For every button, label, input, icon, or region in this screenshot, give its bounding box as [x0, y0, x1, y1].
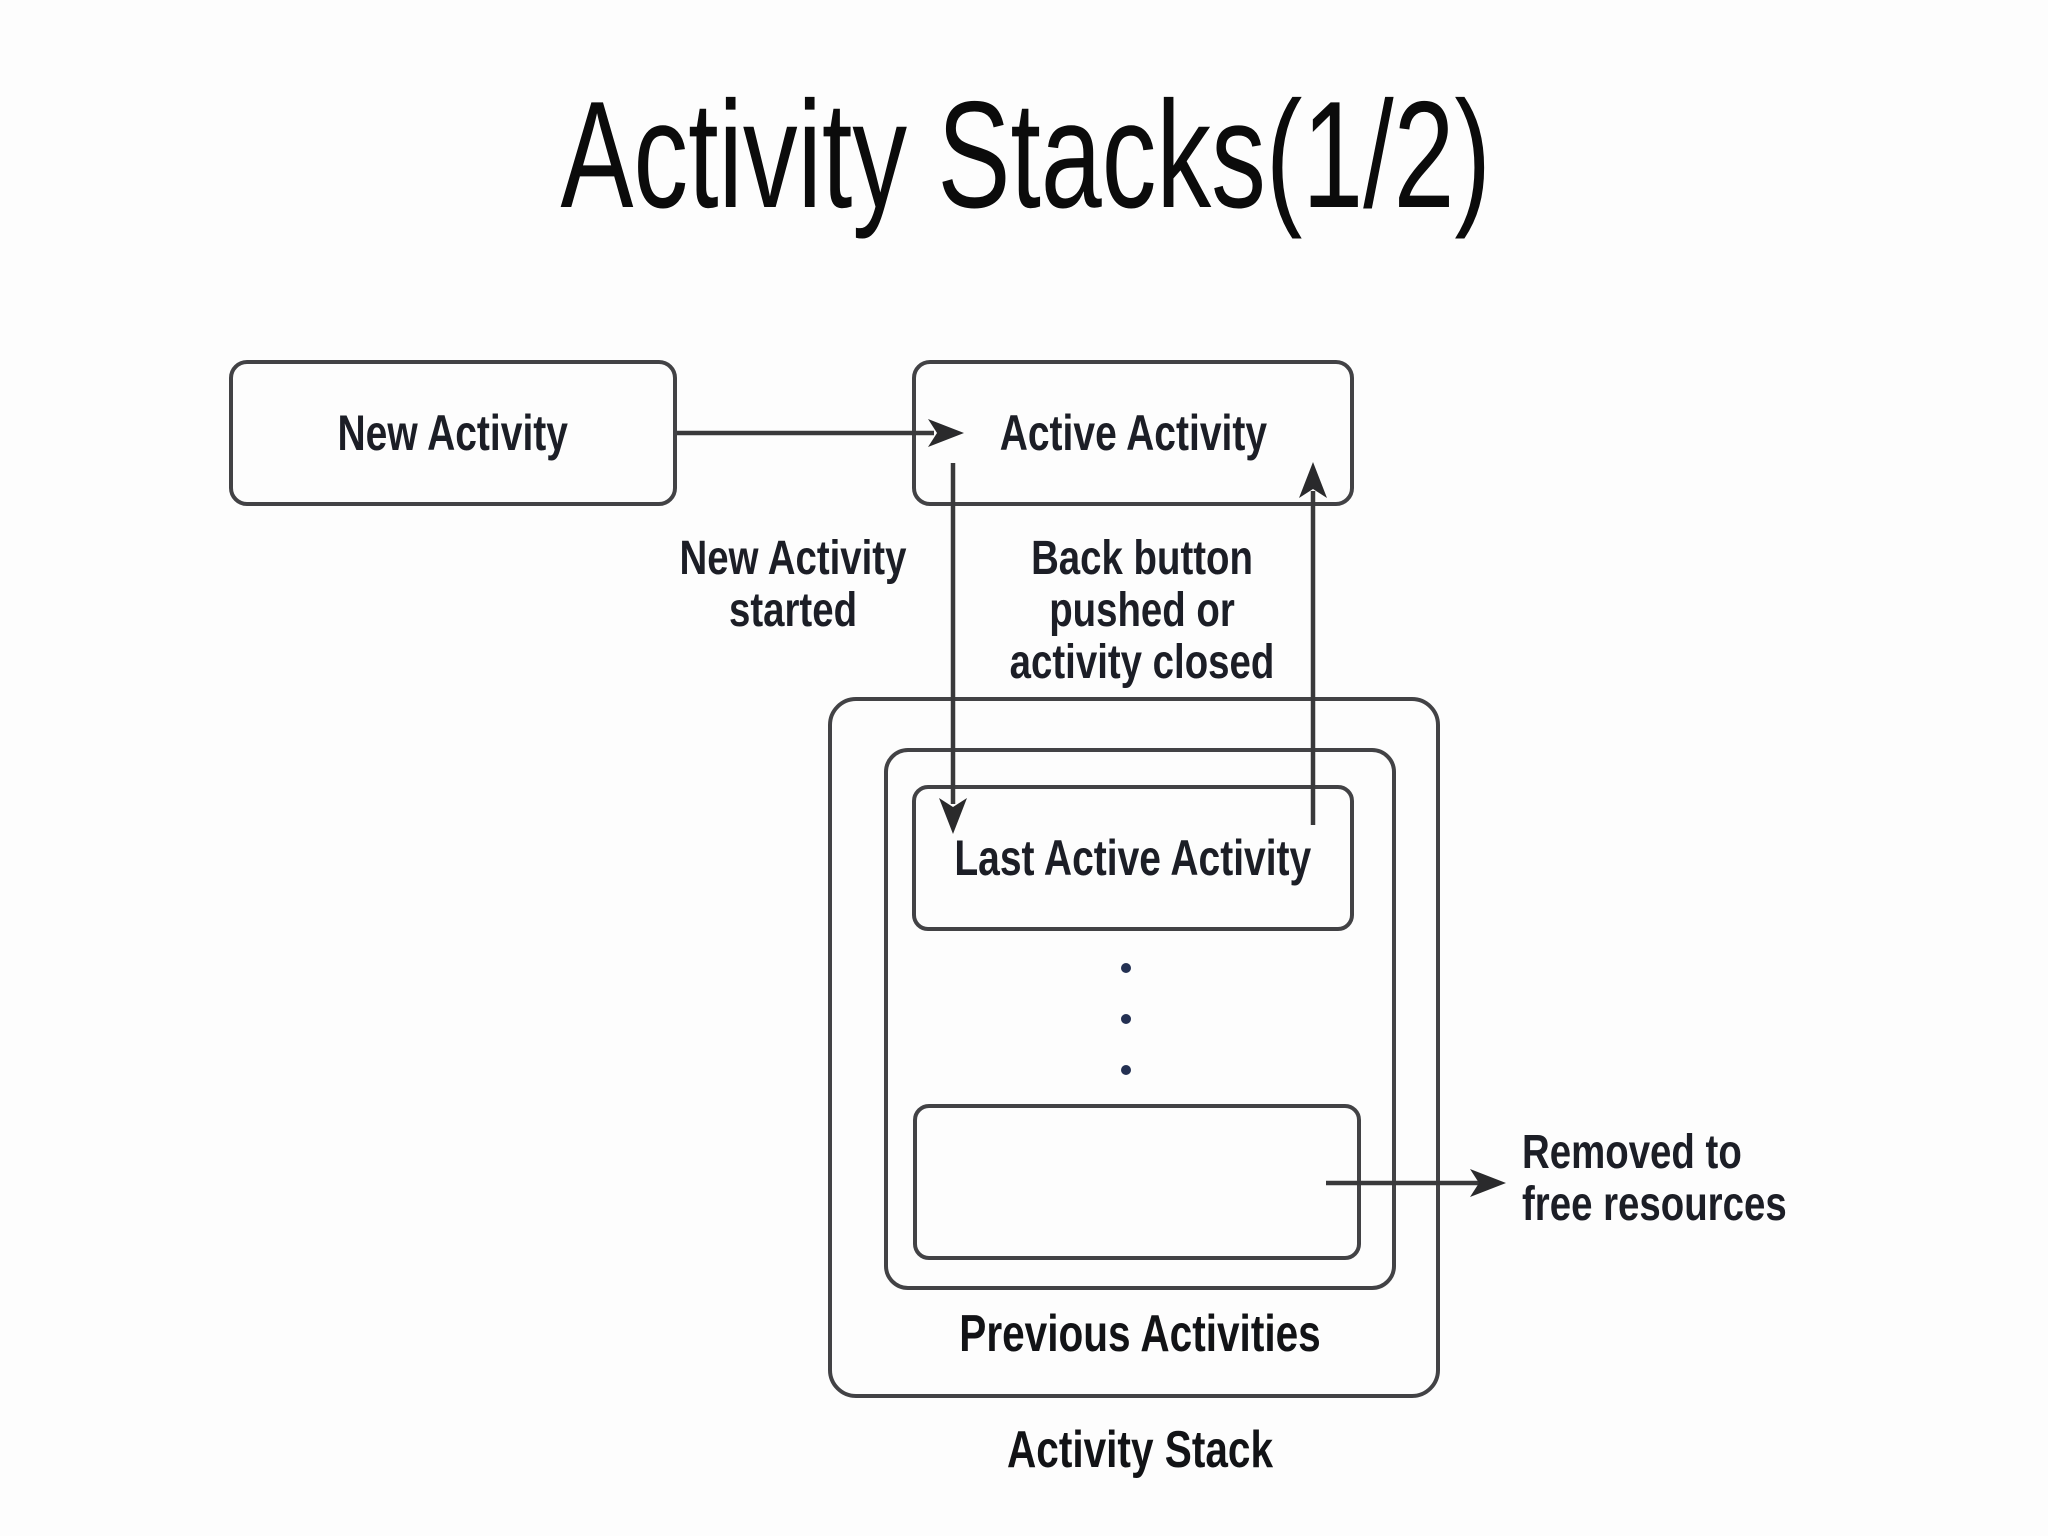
previous-activities-caption: Previous Activities	[959, 1305, 1321, 1363]
activity-stack-caption: Activity Stack	[1006, 1421, 1274, 1479]
removed-activity-slot-box	[913, 1104, 1361, 1260]
annotation-line: activity closed	[1009, 636, 1275, 689]
stack-ellipsis-dot	[1121, 1065, 1131, 1075]
last-active-activity-box: Last Active Activity	[912, 785, 1354, 931]
annotation-line: Back button	[1031, 532, 1253, 585]
new-activity-box: New Activity	[229, 360, 677, 506]
activity-stack-box	[828, 697, 1440, 1398]
active-activity-label: Active Activity	[999, 405, 1267, 461]
annotation-removed-to-free-resources: Removed to free resources	[1522, 1127, 1858, 1231]
annotation-line: Removed to	[1522, 1126, 1742, 1179]
active-activity-box: Active Activity	[912, 360, 1354, 506]
stack-ellipsis-dot	[1121, 1014, 1131, 1024]
slide-title: Activity Stacks(1/2)	[560, 70, 1491, 240]
annotation-line: pushed or	[1049, 584, 1235, 637]
stack-ellipsis-dot	[1121, 963, 1131, 973]
previous-activities-box	[884, 748, 1396, 1290]
annotation-back-button: Back button pushed or activity closed	[982, 533, 1302, 689]
last-active-activity-label: Last Active Activity	[954, 830, 1312, 886]
annotation-line: New Activity	[679, 532, 907, 585]
annotation-line: free resources	[1522, 1178, 1787, 1231]
new-activity-label: New Activity	[337, 405, 569, 461]
annotation-new-activity-started: New Activity started	[633, 533, 953, 637]
annotation-line: started	[728, 584, 858, 637]
